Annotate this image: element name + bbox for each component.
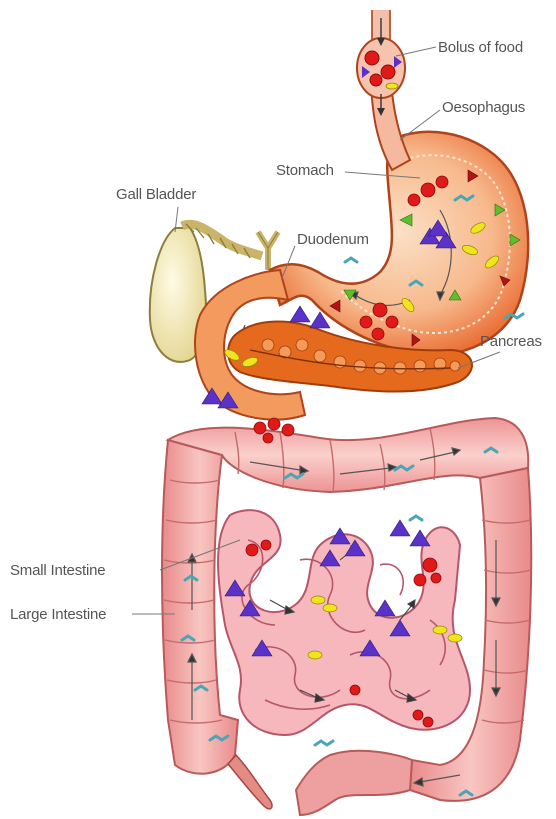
transverse-colon [168,418,528,492]
label-duodenum: Duodenum [297,231,369,248]
label-bolus-of-food: Bolus of food [438,39,523,56]
label-oesophagus: Oesophagus [442,99,525,116]
oesophagus [357,10,410,170]
appendix [228,755,272,809]
label-stomach: Stomach [276,162,334,179]
rectum [296,751,412,815]
label-large-intestine: Large Intestine [10,606,106,623]
label-gall-bladder: Gall Bladder [116,186,196,203]
label-pancreas: Pancreas [480,333,542,350]
label-small-intestine: Small Intestine [10,562,105,579]
